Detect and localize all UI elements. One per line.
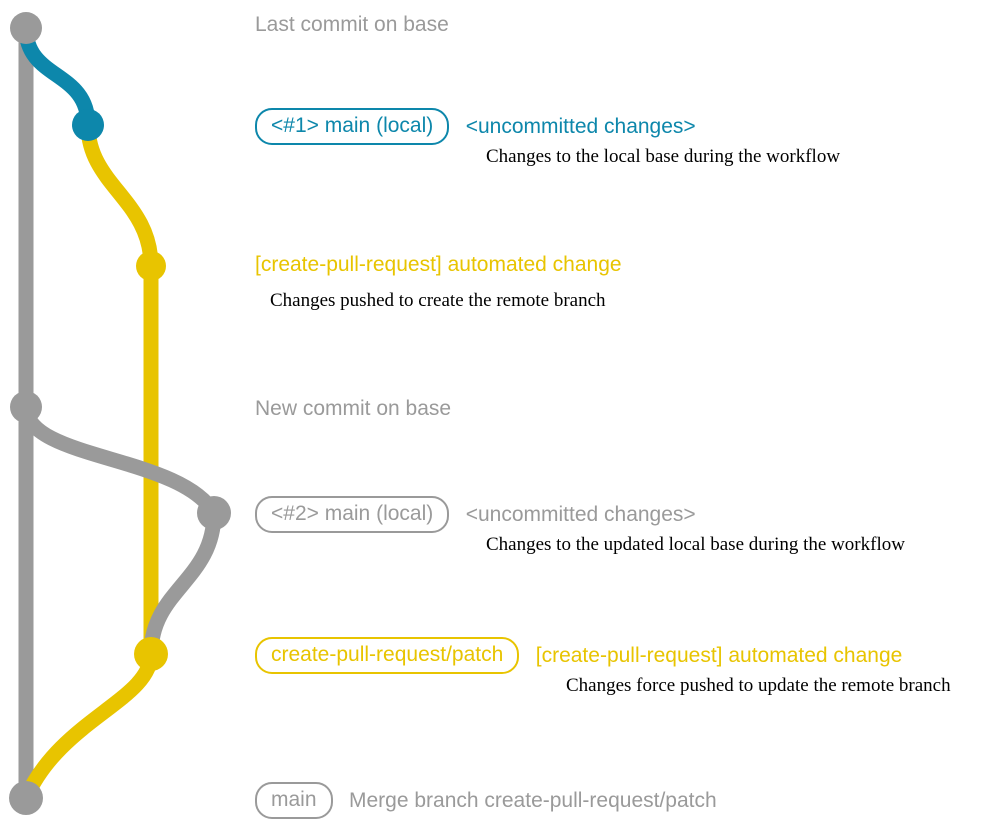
headline-automated-change-2: [create-pull-request] automated change [535, 643, 903, 667]
desc-local-change-1: Changes to the local base during the wor… [486, 146, 841, 167]
headline-uncommitted-changes-1: <uncommitted changes> [465, 114, 696, 138]
row-last-commit-on-base: Last commit on base [255, 14, 449, 36]
row-local-change-1: <#1> main (local) <uncommitted changes> [255, 108, 696, 145]
headline-last-commit-on-base: Last commit on base [255, 13, 449, 36]
node-local-1 [72, 109, 104, 141]
edge-local2-to-patch2 [143, 505, 222, 662]
row-automated-change-1: [create-pull-request] automated change [255, 254, 622, 276]
edge-base-to-local2 [18, 399, 222, 521]
edge-base-to-local1 [18, 20, 96, 133]
edge-patch-lane [80, 117, 159, 662]
row-automated-change-2: create-pull-request/patch [create-pull-r… [255, 637, 902, 674]
node-patch-1 [136, 251, 166, 281]
node-base-last [10, 12, 42, 44]
badge-main-local-1[interactable]: <#1> main (local) [255, 108, 450, 145]
node-base-merge [9, 781, 43, 815]
badge-main[interactable]: main [255, 782, 333, 819]
row-merge-commit: main Merge branch create-pull-request/pa… [255, 782, 717, 819]
desc-automated-change-1: Changes pushed to create the remote bran… [270, 290, 606, 311]
headline-automated-change-1: [create-pull-request] automated change [255, 253, 622, 276]
row-local-change-2: <#2> main (local) <uncommitted changes> [255, 496, 696, 533]
node-patch-2 [134, 637, 168, 671]
desc-automated-change-2: Changes force pushed to update the remot… [566, 675, 951, 696]
edge-patch-to-merge [18, 646, 159, 806]
badge-create-pull-request-patch[interactable]: create-pull-request/patch [255, 637, 520, 674]
node-base-new [10, 391, 42, 423]
row-new-commit-on-base: New commit on base [255, 398, 451, 420]
headline-new-commit-on-base: New commit on base [255, 397, 452, 420]
badge-main-local-2[interactable]: <#2> main (local) [255, 496, 450, 533]
desc-local-change-2: Changes to the updated local base during… [486, 534, 905, 555]
headline-merge-commit: Merge branch create-pull-request/patch [348, 788, 717, 812]
headline-uncommitted-changes-2: <uncommitted changes> [465, 502, 696, 526]
node-local-2 [197, 496, 231, 530]
